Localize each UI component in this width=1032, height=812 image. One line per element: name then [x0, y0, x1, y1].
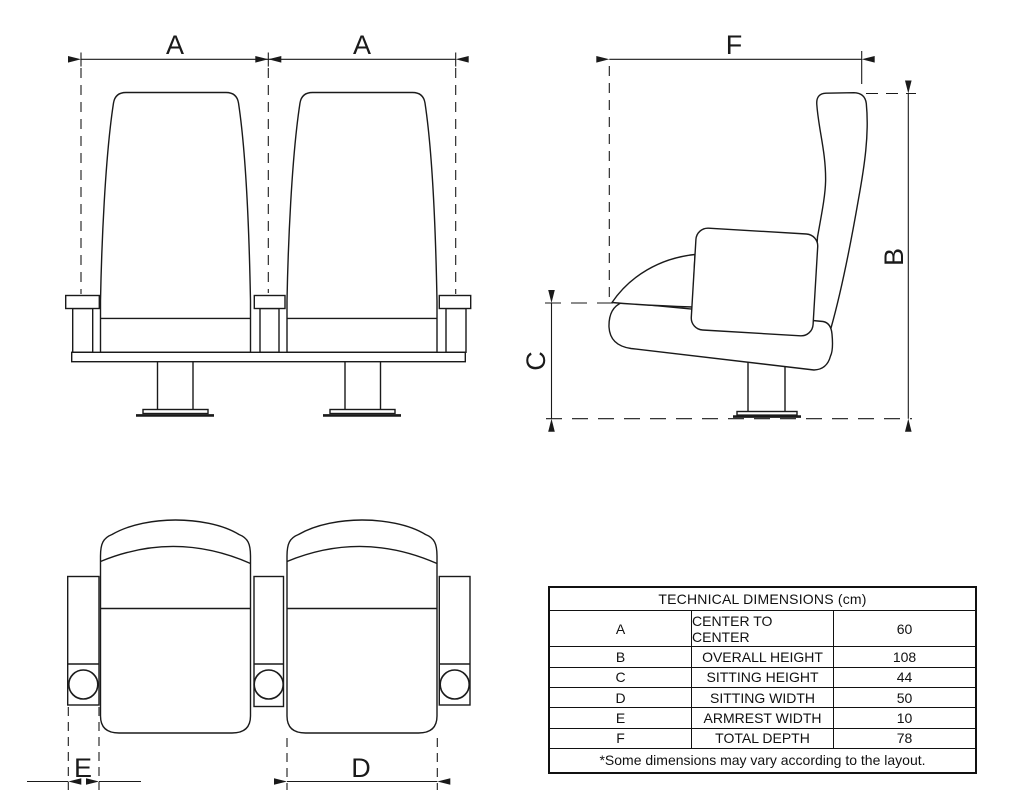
top-armrest-right	[438, 575, 471, 706]
dim-label-b: B	[879, 248, 909, 266]
dim-label-a2: A	[353, 30, 371, 60]
top-seat-left	[99, 519, 252, 734]
dim-letter: E	[550, 708, 692, 728]
top-seat-left-back-line	[100, 545, 251, 565]
front-view: A A	[64, 30, 472, 417]
dim-name: OVERALL HEIGHT	[692, 647, 834, 667]
dim-label-c: C	[521, 351, 551, 371]
table-row: A CENTER TO CENTER 60	[550, 611, 975, 648]
top-seat-right	[286, 519, 438, 734]
side-armrest	[610, 253, 696, 308]
table-row: F TOTAL DEPTH 78	[550, 728, 975, 749]
top-view: E D	[27, 519, 471, 790]
table-footnote: *Some dimensions may vary according to t…	[599, 752, 926, 769]
dim-letter: B	[550, 647, 692, 667]
front-pedestal-right	[323, 361, 401, 417]
front-armrest-cap-center	[253, 294, 286, 310]
dim-value: 44	[896, 669, 913, 686]
dim-name: SITTING WIDTH	[692, 687, 834, 708]
dim-label-f: F	[726, 30, 743, 60]
dim-value: 78	[896, 730, 913, 747]
front-pedestal-left	[136, 361, 214, 417]
dim-value: 108	[892, 648, 917, 665]
dim-label-e: E	[74, 753, 92, 783]
top-armrest-left	[66, 575, 100, 706]
side-seat-pan	[690, 227, 819, 337]
dim-name: TOTAL DEPTH	[692, 728, 834, 748]
front-seat-left	[99, 91, 252, 353]
dim-letter: F	[550, 728, 692, 748]
technical-dimensions-table: TECHNICAL DIMENSIONS (cm) A CENTER TO CE…	[548, 586, 977, 774]
front-armrest-cap-right	[438, 294, 472, 310]
table-title: TECHNICAL DIMENSIONS (cm)	[550, 588, 975, 611]
top-armrest-center	[253, 575, 285, 708]
table-row: D SITTING WIDTH 50	[550, 687, 975, 709]
cupholder-right	[439, 669, 471, 700]
dim-letter: C	[550, 667, 692, 687]
side-dimension-c	[545, 290, 628, 432]
side-view: F B C	[521, 30, 916, 432]
dim-letter: A	[550, 611, 692, 647]
front-seat-right	[286, 91, 438, 353]
dim-value: 50	[896, 689, 913, 706]
top-dimension-d	[274, 738, 451, 790]
top-seat-right-back-line	[286, 545, 438, 565]
top-dimension-e	[27, 707, 141, 790]
dim-name: SITTING HEIGHT	[692, 667, 834, 687]
dim-name: ARMREST WIDTH	[692, 708, 834, 728]
dim-value: 10	[896, 709, 913, 726]
front-armrest-cap-left	[64, 294, 100, 310]
side-dimension-f	[596, 51, 875, 298]
cupholder-center	[253, 669, 285, 700]
table-row: C SITTING HEIGHT 44	[550, 667, 975, 688]
dim-value: 60	[896, 620, 913, 637]
dim-letter: D	[550, 687, 692, 708]
side-pedestal	[733, 356, 801, 418]
dim-label-d: D	[351, 753, 371, 783]
side-dimension-b	[866, 80, 916, 432]
dim-label-a1: A	[166, 30, 184, 60]
front-armrests	[64, 294, 472, 353]
dim-name: CENTER TO CENTER	[692, 611, 834, 647]
front-beam	[70, 351, 467, 363]
table-row: B OVERALL HEIGHT 108	[550, 647, 975, 668]
front-dimension-a	[68, 52, 469, 294]
side-backrest	[811, 91, 868, 329]
table-row: E ARMREST WIDTH 10	[550, 708, 975, 729]
cupholder-left	[68, 669, 99, 700]
